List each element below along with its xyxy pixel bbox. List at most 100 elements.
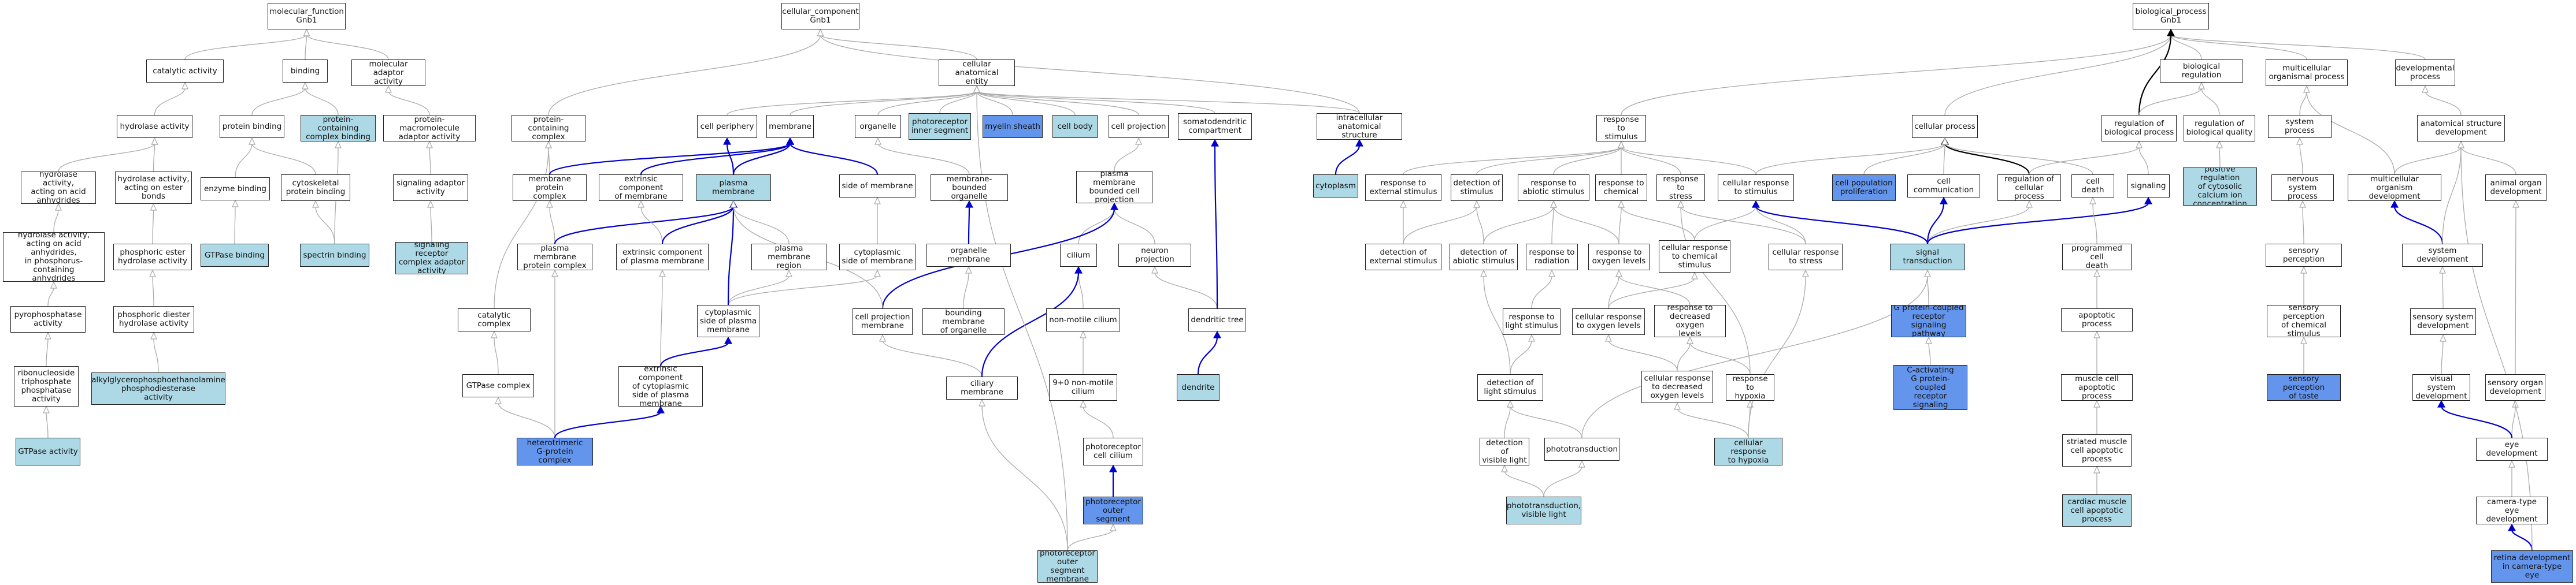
node-cell-projection-membrane[interactable]: cell projection membrane xyxy=(853,308,913,335)
node-gtpase-activity[interactable]: GTPase activity xyxy=(16,438,80,465)
node-response-to-decreased-oxygen-levels[interactable]: response to decreased oxygen levels xyxy=(1654,305,1726,337)
node-protein-macromolecule-adaptor[interactable]: protein-macromolecule adaptor activity xyxy=(383,115,476,141)
node-animal-organ-development[interactable]: animal organ development xyxy=(2485,174,2547,201)
node-molecular-adaptor-activity[interactable]: molecular adaptor activity xyxy=(351,59,425,86)
node-cellular-response-to-stress[interactable]: cellular response to stress xyxy=(1769,244,1843,270)
node-hydrolase-acid-anhydrides[interactable]: hydrolase activity, acting on acid anhyd… xyxy=(21,172,96,204)
node-protein-containing-complex[interactable]: protein-containing complex xyxy=(512,115,585,141)
node-extrinsic-component-of-plasma-membrane[interactable]: extrinsic component of plasma membrane xyxy=(616,244,709,270)
node-retina-development-camera-type-eye[interactable]: retina development in camera-type eye xyxy=(2491,550,2573,583)
node-programmed-cell-death[interactable]: programmed cell death xyxy=(2062,244,2132,270)
node-response-to-external-stimulus[interactable]: response to external stimulus xyxy=(1365,174,1441,201)
node-biological-process[interactable]: biological_process Gnb1 xyxy=(2133,3,2209,29)
node-bounding-membrane-of-organelle[interactable]: bounding membrane of organelle xyxy=(922,308,1005,335)
node-nervous-system-process[interactable]: nervous system process xyxy=(2271,174,2334,201)
node-signaling-adaptor-activity[interactable]: signaling adaptor activity xyxy=(393,174,468,201)
node-hydrolase-phosphorus-anhydrides[interactable]: hydrolase activity, acting on acid anhyd… xyxy=(3,232,105,282)
node-cell-population-proliferation[interactable]: cell population proliferation xyxy=(1832,174,1896,201)
node-cytoplasmic-side-of-plasma-membrane[interactable]: cytoplasmic side of plasma membrane xyxy=(697,305,759,337)
node-binding[interactable]: binding xyxy=(283,59,328,83)
node-membrane-bounded-organelle[interactable]: membrane-bounded organelle xyxy=(931,174,1008,201)
node-cellular-response-to-oxygen-levels[interactable]: cellular response to oxygen levels xyxy=(1572,308,1645,335)
node-response-to-stress[interactable]: response to stress xyxy=(1656,174,1705,201)
node-photoreceptor-cell-cilium[interactable]: photoreceptor cell cilium xyxy=(1083,438,1143,465)
node-phototransduction[interactable]: phototransduction xyxy=(1544,438,1619,461)
node-organelle[interactable]: organelle xyxy=(855,115,901,138)
node-cytoplasmic-side-of-membrane[interactable]: cytoplasmic side of membrane xyxy=(839,244,916,270)
node-cell-communication[interactable]: cell communication xyxy=(1907,174,1980,198)
node-response-to-light-stimulus[interactable]: response to light stimulus xyxy=(1503,308,1561,335)
node-neuron-projection[interactable]: neuron projection xyxy=(1118,244,1191,267)
node-response-to-chemical[interactable]: response to chemical xyxy=(1595,174,1647,201)
node-developmental-process[interactable]: developmental process xyxy=(2395,59,2455,86)
node-apoptotic-process[interactable]: apoptotic process xyxy=(2061,308,2133,331)
node-detection-of-visible-light[interactable]: detection of visible light xyxy=(1480,438,1529,465)
node-heterotrimeric-g-protein-complex[interactable]: heterotrimeric G-protein complex xyxy=(517,438,593,465)
node-photoreceptor-outer-segment[interactable]: photoreceptor outer segment xyxy=(1083,497,1143,524)
node-phototransduction-visible-light[interactable]: phototransduction, visible light xyxy=(1506,497,1581,524)
node-sensory-perception-of-chemical-stimulus[interactable]: sensory perception of chemical stimulus xyxy=(2267,305,2341,337)
node-protein-containing-complex-binding[interactable]: protein-containing complex binding xyxy=(301,115,376,141)
node-somatodendritic-compartment[interactable]: somatodendritic compartment xyxy=(1178,113,1252,140)
node-plasma-membrane-bounded-cell-projection[interactable]: plasma membrane bounded cell projection xyxy=(1076,171,1152,203)
node-cilium[interactable]: cilium xyxy=(1060,244,1097,267)
node-hydrolase-activity[interactable]: hydrolase activity xyxy=(117,115,192,138)
node-detection-of-external-stimulus[interactable]: detection of external stimulus xyxy=(1365,244,1441,270)
node-cardiac-muscle-cell-apoptotic[interactable]: cardiac muscle cell apoptotic process xyxy=(2062,494,2132,527)
node-sensory-perception[interactable]: sensory perception xyxy=(2266,244,2342,267)
node-cell-periphery[interactable]: cell periphery xyxy=(697,115,757,138)
node-myelin-sheath[interactable]: myelin sheath xyxy=(983,115,1043,138)
node-side-of-membrane[interactable]: side of membrane xyxy=(839,174,916,198)
node-positive-regulation-cytosolic-calcium[interactable]: positive regulation of cytosolic calcium… xyxy=(2183,167,2257,206)
node-cellular-component[interactable]: cellular_component Gnb1 xyxy=(781,3,859,29)
node-extrinsic-component-of-membrane[interactable]: extrinsic component of membrane xyxy=(599,174,683,201)
node-camera-type-eye-development[interactable]: camera-type eye development xyxy=(2476,497,2548,524)
node-regulation-of-biological-quality[interactable]: regulation of biological quality xyxy=(2184,115,2255,141)
node-response-to-hypoxia[interactable]: response to hypoxia xyxy=(1726,374,1774,401)
node-organelle-membrane[interactable]: organelle membrane xyxy=(926,244,1011,267)
node-cellular-response-to-decreased-oxygen[interactable]: cellular response to decreased oxygen le… xyxy=(1641,371,1713,403)
node-plasma-membrane-protein-complex[interactable]: plasma membrane protein complex xyxy=(517,244,592,270)
node-phosphoric-ester-hydrolase[interactable]: phosphoric ester hydrolase activity xyxy=(113,244,192,270)
node-detection-of-abiotic-stimulus[interactable]: detection of abiotic stimulus xyxy=(1450,244,1518,270)
node-sensory-system-development[interactable]: sensory system development xyxy=(2410,308,2476,335)
node-membrane-protein-complex[interactable]: membrane protein complex xyxy=(513,174,587,201)
node-non-motile-cilium[interactable]: non-motile cilium xyxy=(1046,308,1120,331)
node-dendrite[interactable]: dendrite xyxy=(1177,374,1220,401)
node-cytoskeletal-protein-binding[interactable]: cytoskeletal protein binding xyxy=(281,174,350,201)
node-response-to-abiotic-stimulus[interactable]: response to abiotic stimulus xyxy=(1518,174,1589,201)
node-plasma-membrane[interactable]: plasma membrane xyxy=(696,174,771,201)
node-cellular-response-to-hypoxia[interactable]: cellular response to hypoxia xyxy=(1714,438,1782,465)
node-membrane[interactable]: membrane xyxy=(766,115,814,138)
node-pyrophosphatase-activity[interactable]: pyrophosphatase activity xyxy=(10,306,86,333)
node-catalytic-activity[interactable]: catalytic activity xyxy=(146,59,224,83)
node-protein-binding[interactable]: protein binding xyxy=(220,115,284,138)
node-cellular-process[interactable]: cellular process xyxy=(1912,115,1978,138)
node-sensory-perception-of-taste[interactable]: sensory perception of taste xyxy=(2267,374,2341,401)
node-alkylglycerophosphoethanolamine[interactable]: alkylglycerophosphoethanolamine phosphod… xyxy=(91,372,225,405)
node-gpcr-signaling-pathway[interactable]: G protein-coupled receptor signaling pat… xyxy=(1891,305,1966,337)
node-response-to-oxygen-levels[interactable]: response to oxygen levels xyxy=(1588,244,1650,270)
node-system-process[interactable]: system process xyxy=(2268,115,2332,138)
node-cellular-response-to-chemical-stimulus[interactable]: cellular response to chemical stimulus xyxy=(1659,240,1730,273)
node-sensory-organ-development[interactable]: sensory organ development xyxy=(2485,374,2545,401)
node-cell-death[interactable]: cell death xyxy=(2071,174,2114,198)
node-ribonucleoside-triphosphate-phosphatase[interactable]: ribonucleoside triphosphate phosphatase … xyxy=(14,366,79,407)
node-dendritic-tree[interactable]: dendritic tree xyxy=(1188,308,1246,331)
node-plasma-membrane-region[interactable]: plasma membrane region xyxy=(751,244,826,270)
node-photoreceptor-outer-segment-membrane[interactable]: photoreceptor outer segment membrane xyxy=(1037,550,1098,583)
node-regulation-of-cellular-process[interactable]: regulation of cellular process xyxy=(1997,174,2061,201)
node-nine-zero-non-motile-cilium[interactable]: 9+0 non-motile cilium xyxy=(1049,374,1117,401)
node-detection-of-light-stimulus[interactable]: detection of light stimulus xyxy=(1477,374,1543,401)
node-cell-body[interactable]: cell body xyxy=(1052,115,1098,138)
node-cellular-anatomical-entity[interactable]: cellular anatomical entity xyxy=(939,59,1015,86)
node-intracellular-anatomical-structure[interactable]: intracellular anatomical structure xyxy=(1317,113,1402,140)
node-plc-gpcr-signaling-pathway[interactable]: phospholipase C-activating G protein-cou… xyxy=(1893,365,1967,410)
node-visual-system-development[interactable]: visual system development xyxy=(2412,374,2470,401)
node-phosphoric-diester-hydrolase[interactable]: phosphoric diester hydrolase activity xyxy=(113,306,194,333)
node-cell-projection[interactable]: cell projection xyxy=(1109,115,1169,138)
node-muscle-cell-apoptotic-process[interactable]: muscle cell apoptotic process xyxy=(2061,374,2133,401)
node-ciliary-membrane[interactable]: ciliary membrane xyxy=(946,377,1018,400)
node-cellular-response-to-stimulus[interactable]: cellular response to stimulus xyxy=(1718,174,1794,201)
node-anatomical-structure-development[interactable]: anatomical structure development xyxy=(2417,115,2505,141)
